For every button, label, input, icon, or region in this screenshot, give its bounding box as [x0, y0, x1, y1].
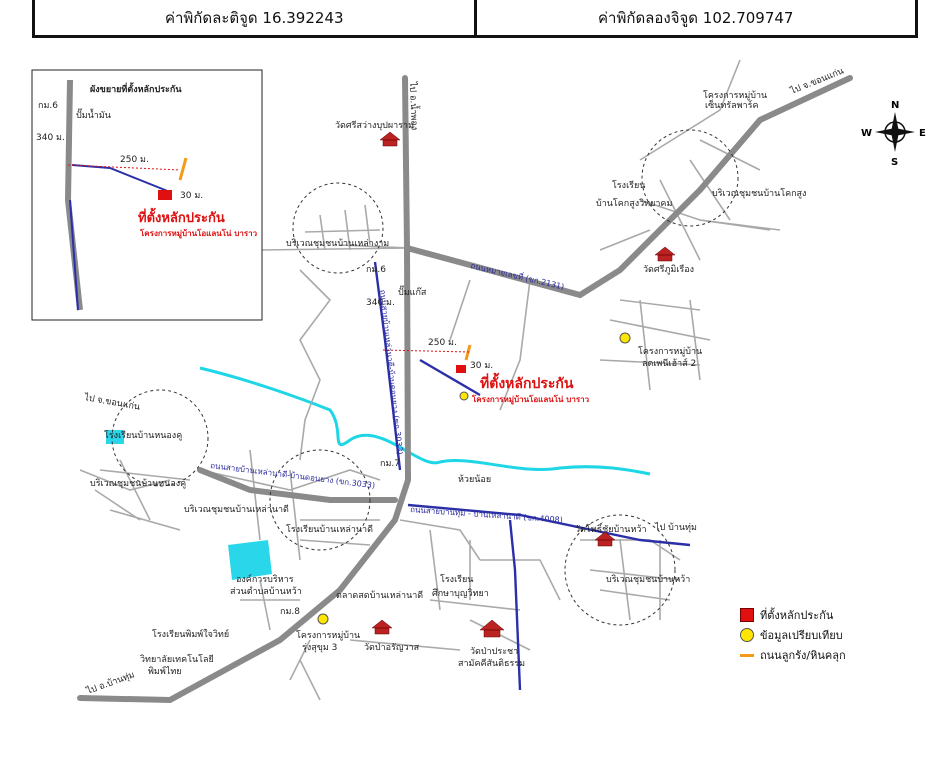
sao2-label: ส่วนตำบลบ้านหว้า [230, 586, 302, 597]
d250-label: 250 ม. [428, 338, 457, 348]
project-top2-label: เซ็นทรัลพาร์ค [705, 98, 758, 111]
inset-km: กม.6 [38, 101, 58, 111]
site-swatch [740, 608, 754, 622]
inset-d250: 250 ม. [120, 155, 149, 165]
d340-label: 340 ม. [366, 298, 395, 308]
community-2-label: บริเวณชุมชนบ้านโคกสูง [712, 188, 806, 199]
temple-sp1-label: วัดป่าประชา [470, 647, 518, 657]
compass-e: E [919, 128, 926, 139]
legend-site-label: ที่ตั้งหลักประกัน [760, 609, 834, 622]
school-ks2-label: บ้านโคกสูงวิทยาคม [596, 198, 672, 209]
road-3033-label: ถนนสายบ้านเหล่านาดี-บ้านดอนยาง (ขก.3033) [378, 289, 404, 455]
longitude-label: ค่าพิกัดลองจิจูด 102.709747 [473, 0, 916, 35]
legend-site: ที่ตั้งหลักประกัน [740, 605, 880, 625]
community-3-label: บริเวณชุมชนบ้านหนองคู [90, 478, 186, 489]
legend-road: ถนนลูกรัง/หินคลุก [740, 645, 880, 665]
school-sp1-label: โรงเรียน [440, 574, 473, 585]
inset-d30: 30 ม. [180, 191, 203, 201]
compare-swatch [740, 628, 754, 642]
temple-bw-label: วัดโพธิ์ชัยบ้านหว้า [575, 522, 647, 535]
school-ln-label: โรงเรียนบ้านเหล่านาดี [286, 524, 373, 535]
school-ks-label: โรงเรียน [612, 180, 645, 191]
stream [199, 366, 651, 476]
inset-map: ผังขยายที่ตั้งหลักประกัน กม.6 ปั๊มน้ำมัน… [31, 69, 263, 321]
college1-label: วิทยาลัยเทคโนโลยี [140, 654, 214, 665]
latitude-label: ค่าพิกัดละติจูด 16.392243 [164, 8, 344, 27]
pond [228, 540, 272, 580]
to-sw-label: ไป อ.บ้านทุ่ม [84, 669, 136, 697]
coordinate-bar: ค่าพิกัดละติจูด 16.392243 ค่าพิกัดลองจิจ… [32, 0, 918, 38]
community-5-label: บริเวณชุมชนบ้านหว้า [606, 574, 690, 585]
distance-line [382, 349, 471, 353]
d30-label: 30 ม. [470, 361, 493, 371]
project1b-label: รุ่งสุขุม 3 [302, 643, 337, 653]
legend-compare-label: ข้อมูลเปรียบเทียบ [760, 629, 843, 642]
highway [77, 75, 853, 704]
compass-n: N [891, 100, 899, 111]
site-marker-main [456, 365, 466, 373]
project2b-label: ลดเพนีเฮ้าส์ 2 [642, 357, 696, 369]
community-1-label: บริเวณชุมชนบ้านเหล่างาม [286, 238, 389, 249]
inset-gas: ปั๊มน้ำมัน [76, 108, 111, 121]
compare-marker-3 [459, 391, 469, 401]
dirt-road-main [464, 344, 472, 361]
km8-label: กม.8 [280, 607, 300, 617]
site-project-label: โครงการหมู่บ้านโอแลนโน่ บาราว [471, 394, 590, 405]
to-right-label: ไป บ้านทุ่ม [654, 522, 697, 533]
temple-top-label: วัดศรีสว่างบุปผาราม [335, 120, 414, 131]
to-left-label: ไป จ.ขอนแก่น [82, 392, 140, 413]
compare-marker-1 [317, 613, 329, 625]
road-swatch [740, 653, 754, 657]
school-sp2-label: ศึกษาบุญวิทยา [432, 588, 489, 599]
compass: N S E W [861, 100, 926, 168]
temple-icons [371, 131, 676, 638]
secondary-roads [373, 261, 691, 691]
inset-site: ที่ตั้งหลักประกัน [138, 207, 225, 226]
compare-marker-2 [619, 332, 631, 344]
market-label: ตลาดสดบ้านเหล่านาดี [336, 590, 423, 601]
school-nk-label: โรงเรียนบ้านหนองคู [104, 430, 182, 441]
road-4008-label: ถนนสายบ้านทุ่ม - บ้านเหล่านาดี (ขก.4008) [410, 505, 563, 525]
legend: ที่ตั้งหลักประกัน ข้อมูลเปรียบเทียบ ถนนล… [740, 605, 880, 665]
road-2131-label: ถนนหมายเลขที่ (ขก.2131) [470, 259, 566, 291]
community-circles [111, 129, 739, 626]
km6-label: กม.6 [366, 265, 386, 275]
temple-sri-label: วัดศรีภูมิเรือง [643, 264, 694, 275]
compass-w: W [861, 128, 872, 139]
community-4-label: บริเวณชุมชนบ้านเหล่านาดี [184, 504, 289, 515]
temple-pc-label: วัดป่าอรัญวาส [364, 643, 420, 653]
to-top-label: ไป อ.น้ำพอง [407, 81, 422, 131]
compass-s: S [891, 157, 898, 168]
project-top-label: โครงการหมู่บ้าน [703, 90, 767, 101]
inset-title: ผังขยายที่ตั้งหลักประกัน [90, 82, 182, 95]
legend-compare: ข้อมูลเปรียบเทียบ [740, 625, 880, 645]
gas-label: ปั๊มแก๊ส [398, 285, 427, 298]
project2a-label: โครงการหมู่บ้าน [638, 346, 702, 357]
sao1-label: องค์การบริหาร [236, 573, 294, 585]
project1a-label: โครงการหมู่บ้าน [296, 630, 360, 641]
temple-sp2-label: สามัคคีสันติธรรม [458, 658, 525, 669]
school-rc-label: โรงเรียนพิมพ์ใจวิทย์ [152, 628, 229, 640]
site-label: ที่ตั้งหลักประกัน [480, 372, 574, 392]
college2-label: พิมพ์ไทย [148, 665, 182, 677]
km7-label: กม.7 [380, 459, 400, 469]
stream-label: ห้วยน้อย [458, 474, 491, 485]
inset-d340: 340 ม. [36, 133, 65, 143]
legend-road-label: ถนนลูกรัง/หินคลุก [760, 649, 846, 662]
pond-small [106, 430, 124, 444]
inset-project: โครงการหมู่บ้านโอแลนโน่ บาราว [139, 228, 258, 239]
